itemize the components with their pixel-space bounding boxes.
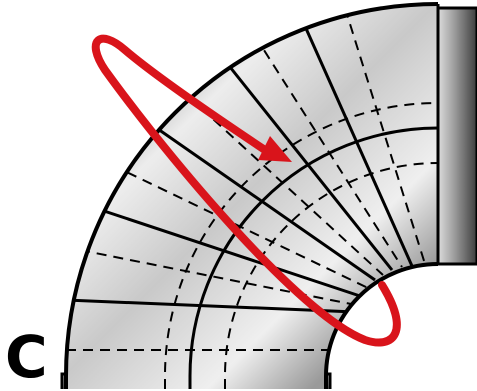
rotation-arrow-icon <box>91 34 401 347</box>
elbow-inner-edge <box>324 262 439 389</box>
elbow-dashed-arc-outer <box>164 102 438 389</box>
dashed-seam-2 <box>79 249 357 306</box>
seam-5 <box>298 14 414 267</box>
elbow-mid-arc <box>188 126 438 389</box>
dashed-seam-6 <box>344 7 426 265</box>
diagram-label: C <box>5 323 48 391</box>
seam-2 <box>94 206 361 298</box>
dashed-seam-3 <box>111 164 369 289</box>
seam-4 <box>216 51 394 271</box>
seam-1 <box>66 298 356 314</box>
dashed-seam-5 <box>254 35 403 268</box>
elbow-body <box>64 2 440 389</box>
elbow-dashed-arc-inner <box>224 162 438 389</box>
seam-3 <box>144 118 376 282</box>
elbow-outer-edge <box>64 2 439 389</box>
dashed-seam-4 <box>175 84 384 276</box>
